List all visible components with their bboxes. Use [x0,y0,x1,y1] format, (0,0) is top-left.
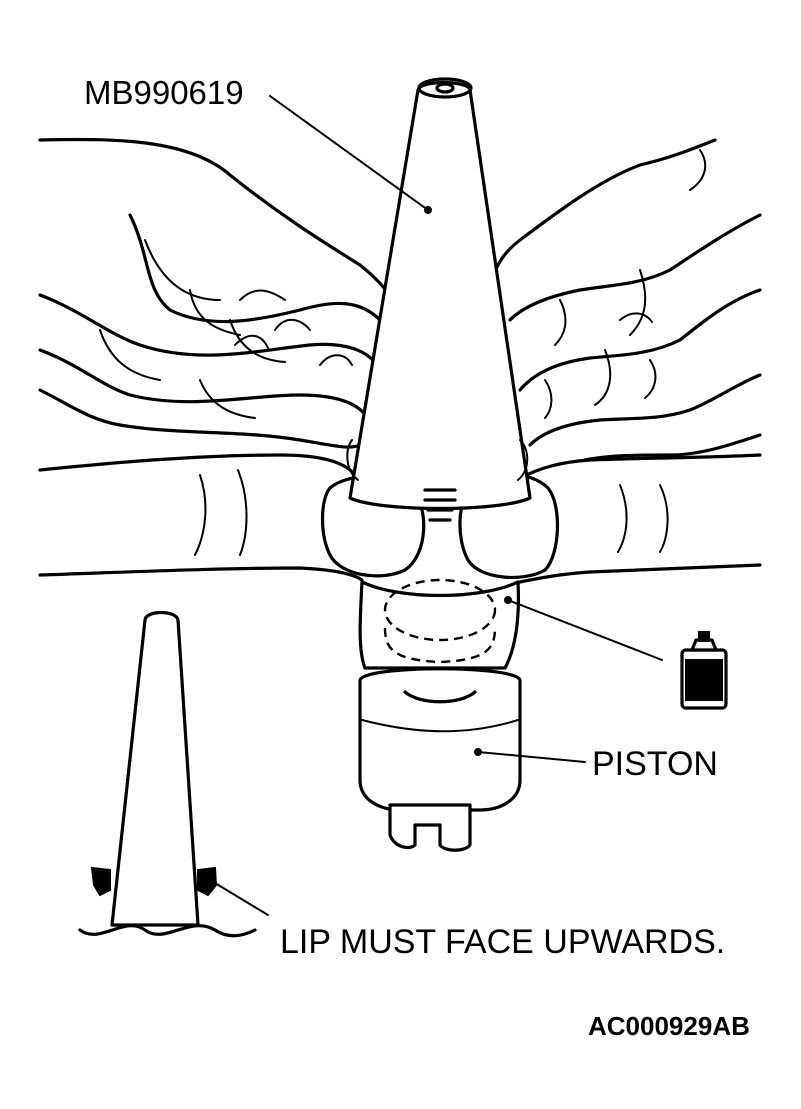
special-tool [346,77,532,522]
leader-grease [507,599,663,661]
piston-body [358,578,522,852]
figure-code: AC000929AB [588,1013,750,1039]
leader-piston-dot [474,748,482,756]
piston-label: PISTON [592,745,718,783]
figure-code-number: AC000929 [588,1011,713,1041]
grease-can-icon [680,631,728,710]
leader-grease-dot [504,596,512,604]
left-hand [38,137,402,449]
lip-inset [78,610,257,938]
leader-piston [477,751,586,763]
leader-tool [269,95,429,211]
right-hand [488,138,762,462]
figure-code-suffix: AB [712,1011,750,1041]
leader-lip [209,879,269,916]
tool-number-label: MB990619 [84,74,244,111]
lip-note-label: LIP MUST FACE UPWARDS. [280,923,726,961]
